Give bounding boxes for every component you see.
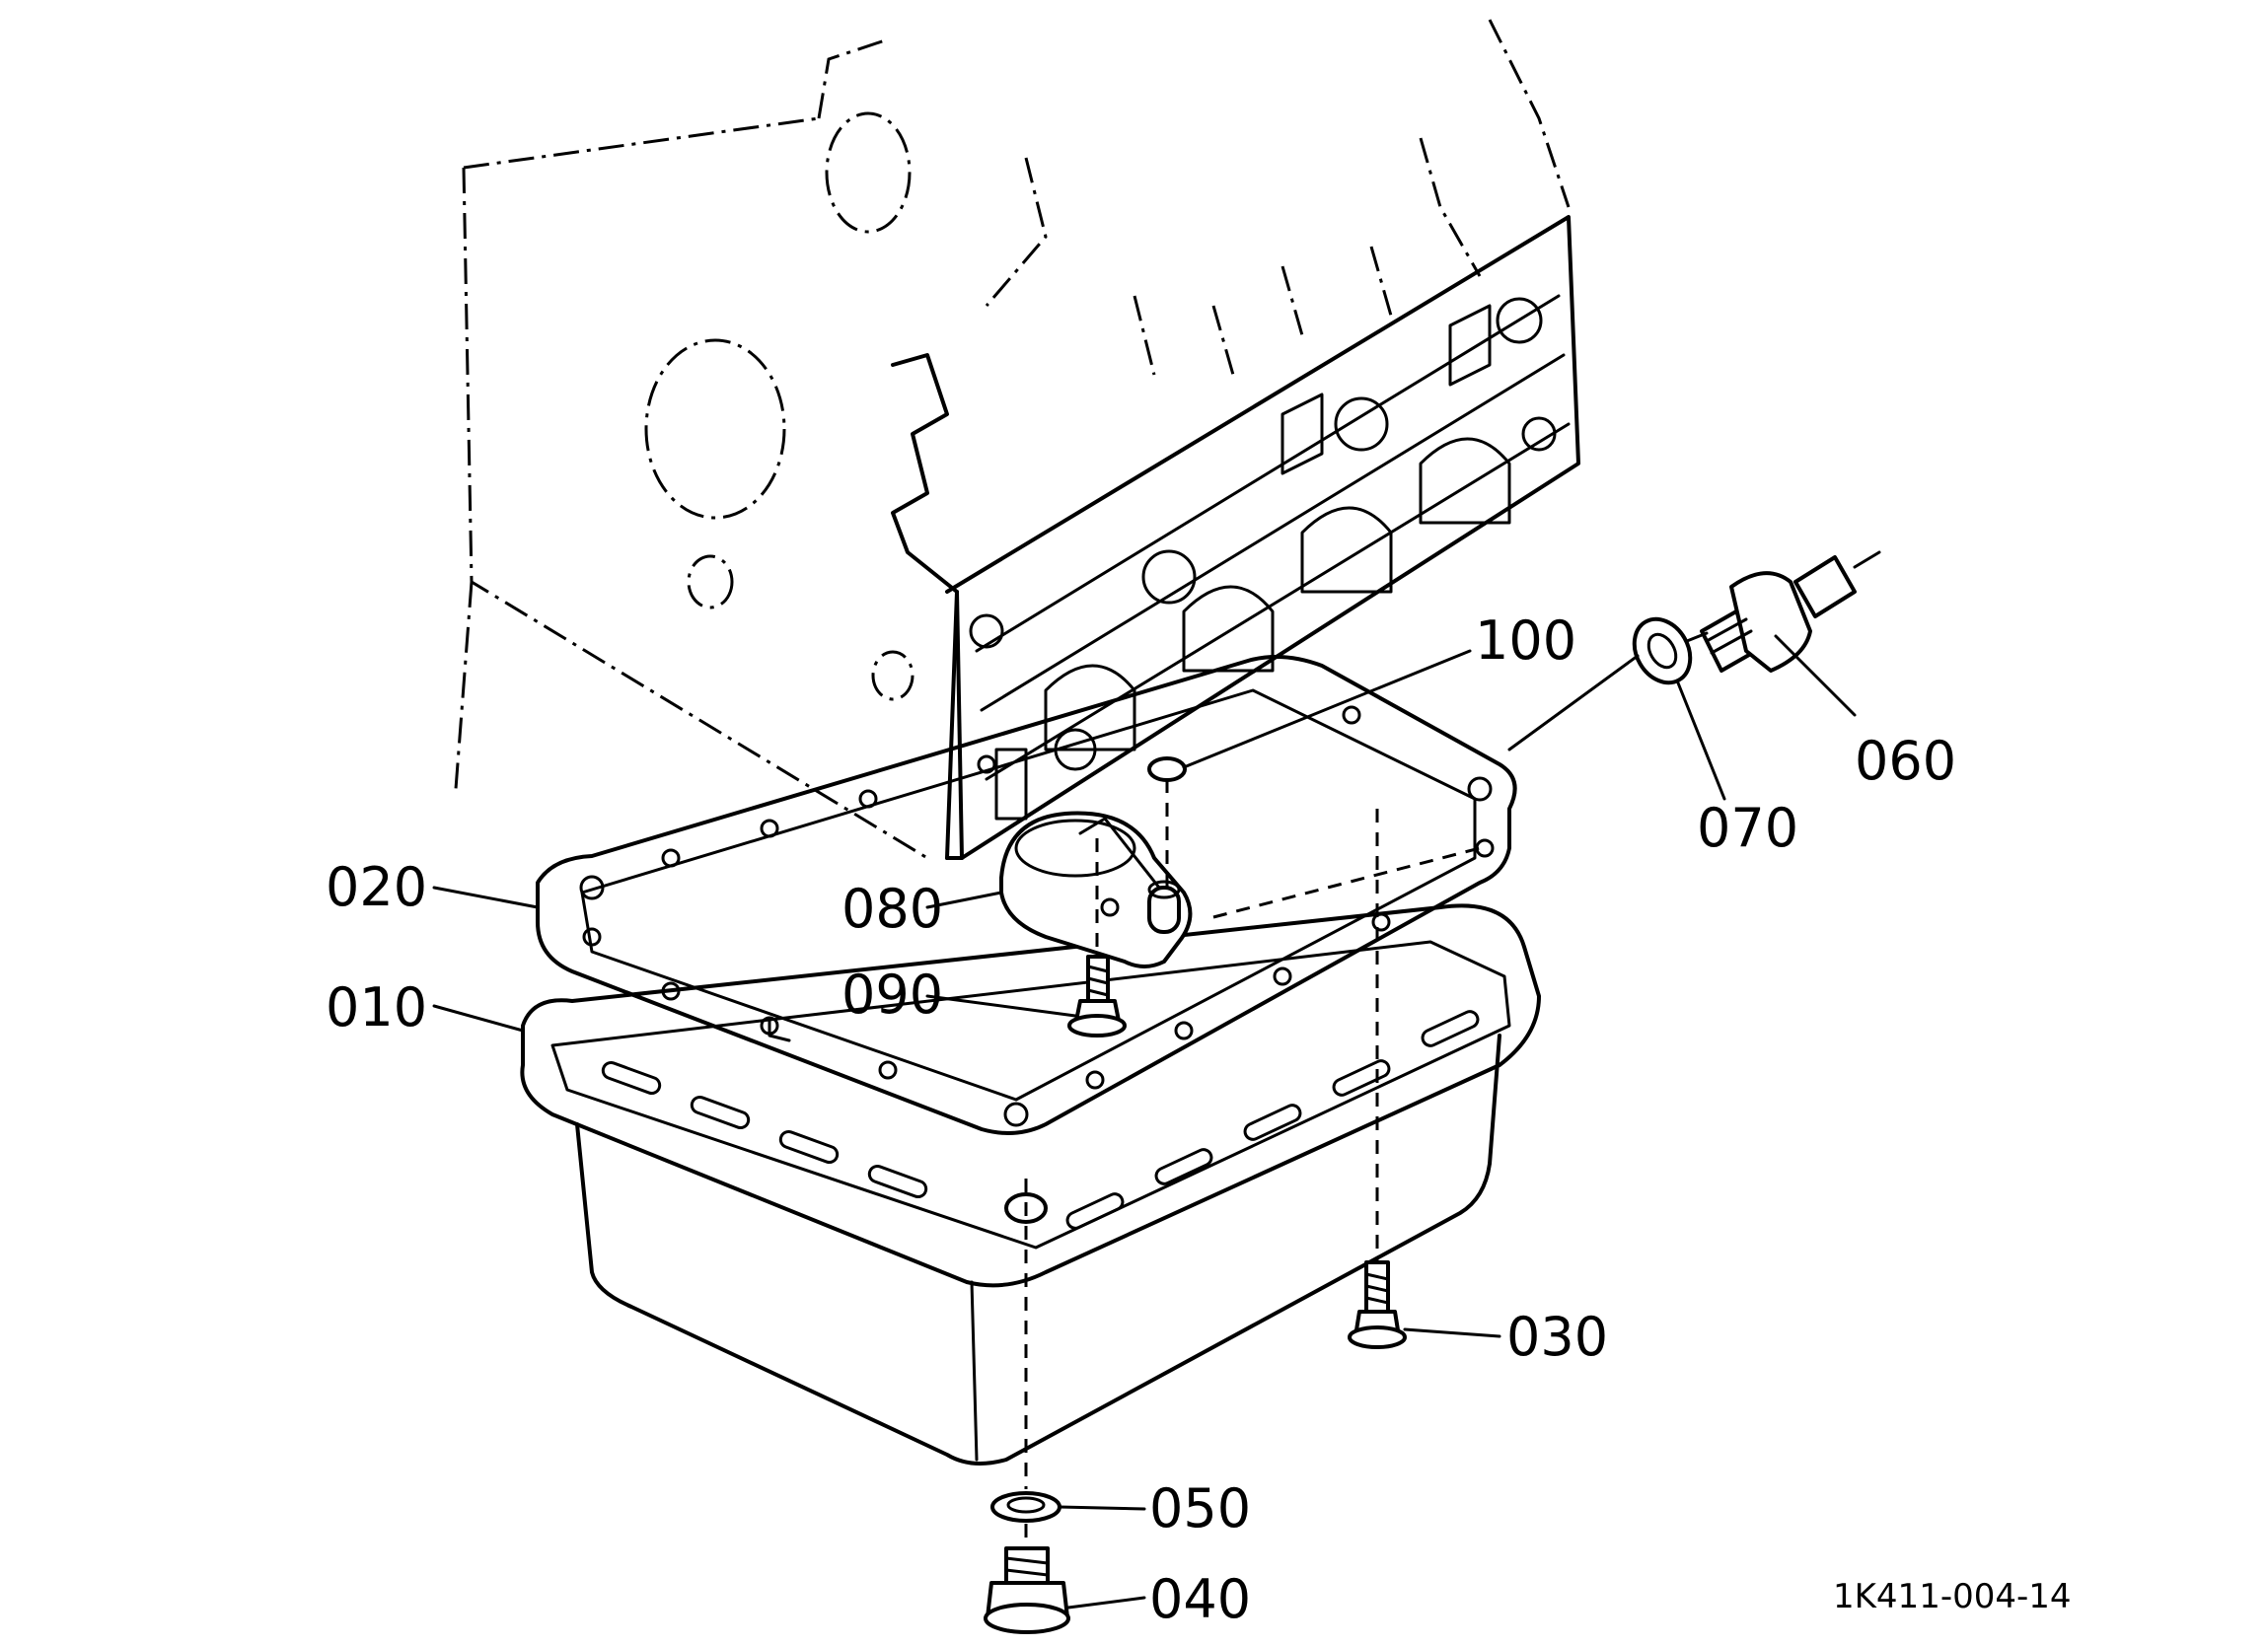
label-010: 010 <box>326 976 427 1038</box>
label-030: 030 <box>1506 1306 1608 1368</box>
label-100: 100 <box>1475 609 1576 672</box>
label-080: 080 <box>841 878 943 940</box>
assembly-lines <box>1024 631 1709 1548</box>
drain-washer <box>990 1491 1061 1523</box>
label-040: 040 <box>1149 1568 1251 1630</box>
strainer-bolt <box>1067 955 1127 1038</box>
pan-bolt <box>1348 1260 1407 1349</box>
label-090: 090 <box>841 964 943 1026</box>
oil-pan <box>520 903 1541 1466</box>
label-070: 070 <box>1697 797 1798 859</box>
sealing-washer <box>1632 616 1693 685</box>
label-060: 060 <box>1855 730 1956 792</box>
o-ring <box>1147 756 1187 782</box>
oil-pan-gasket <box>536 655 1517 1135</box>
breather-joint <box>1700 550 1881 673</box>
reference-code: 1K411-004-14 <box>1833 1577 2072 1616</box>
label-050: 050 <box>1149 1477 1251 1539</box>
engine-block <box>454 19 1580 860</box>
label-020: 020 <box>326 856 427 918</box>
leader-lines <box>432 634 1857 1610</box>
drain-plug <box>984 1546 1070 1634</box>
